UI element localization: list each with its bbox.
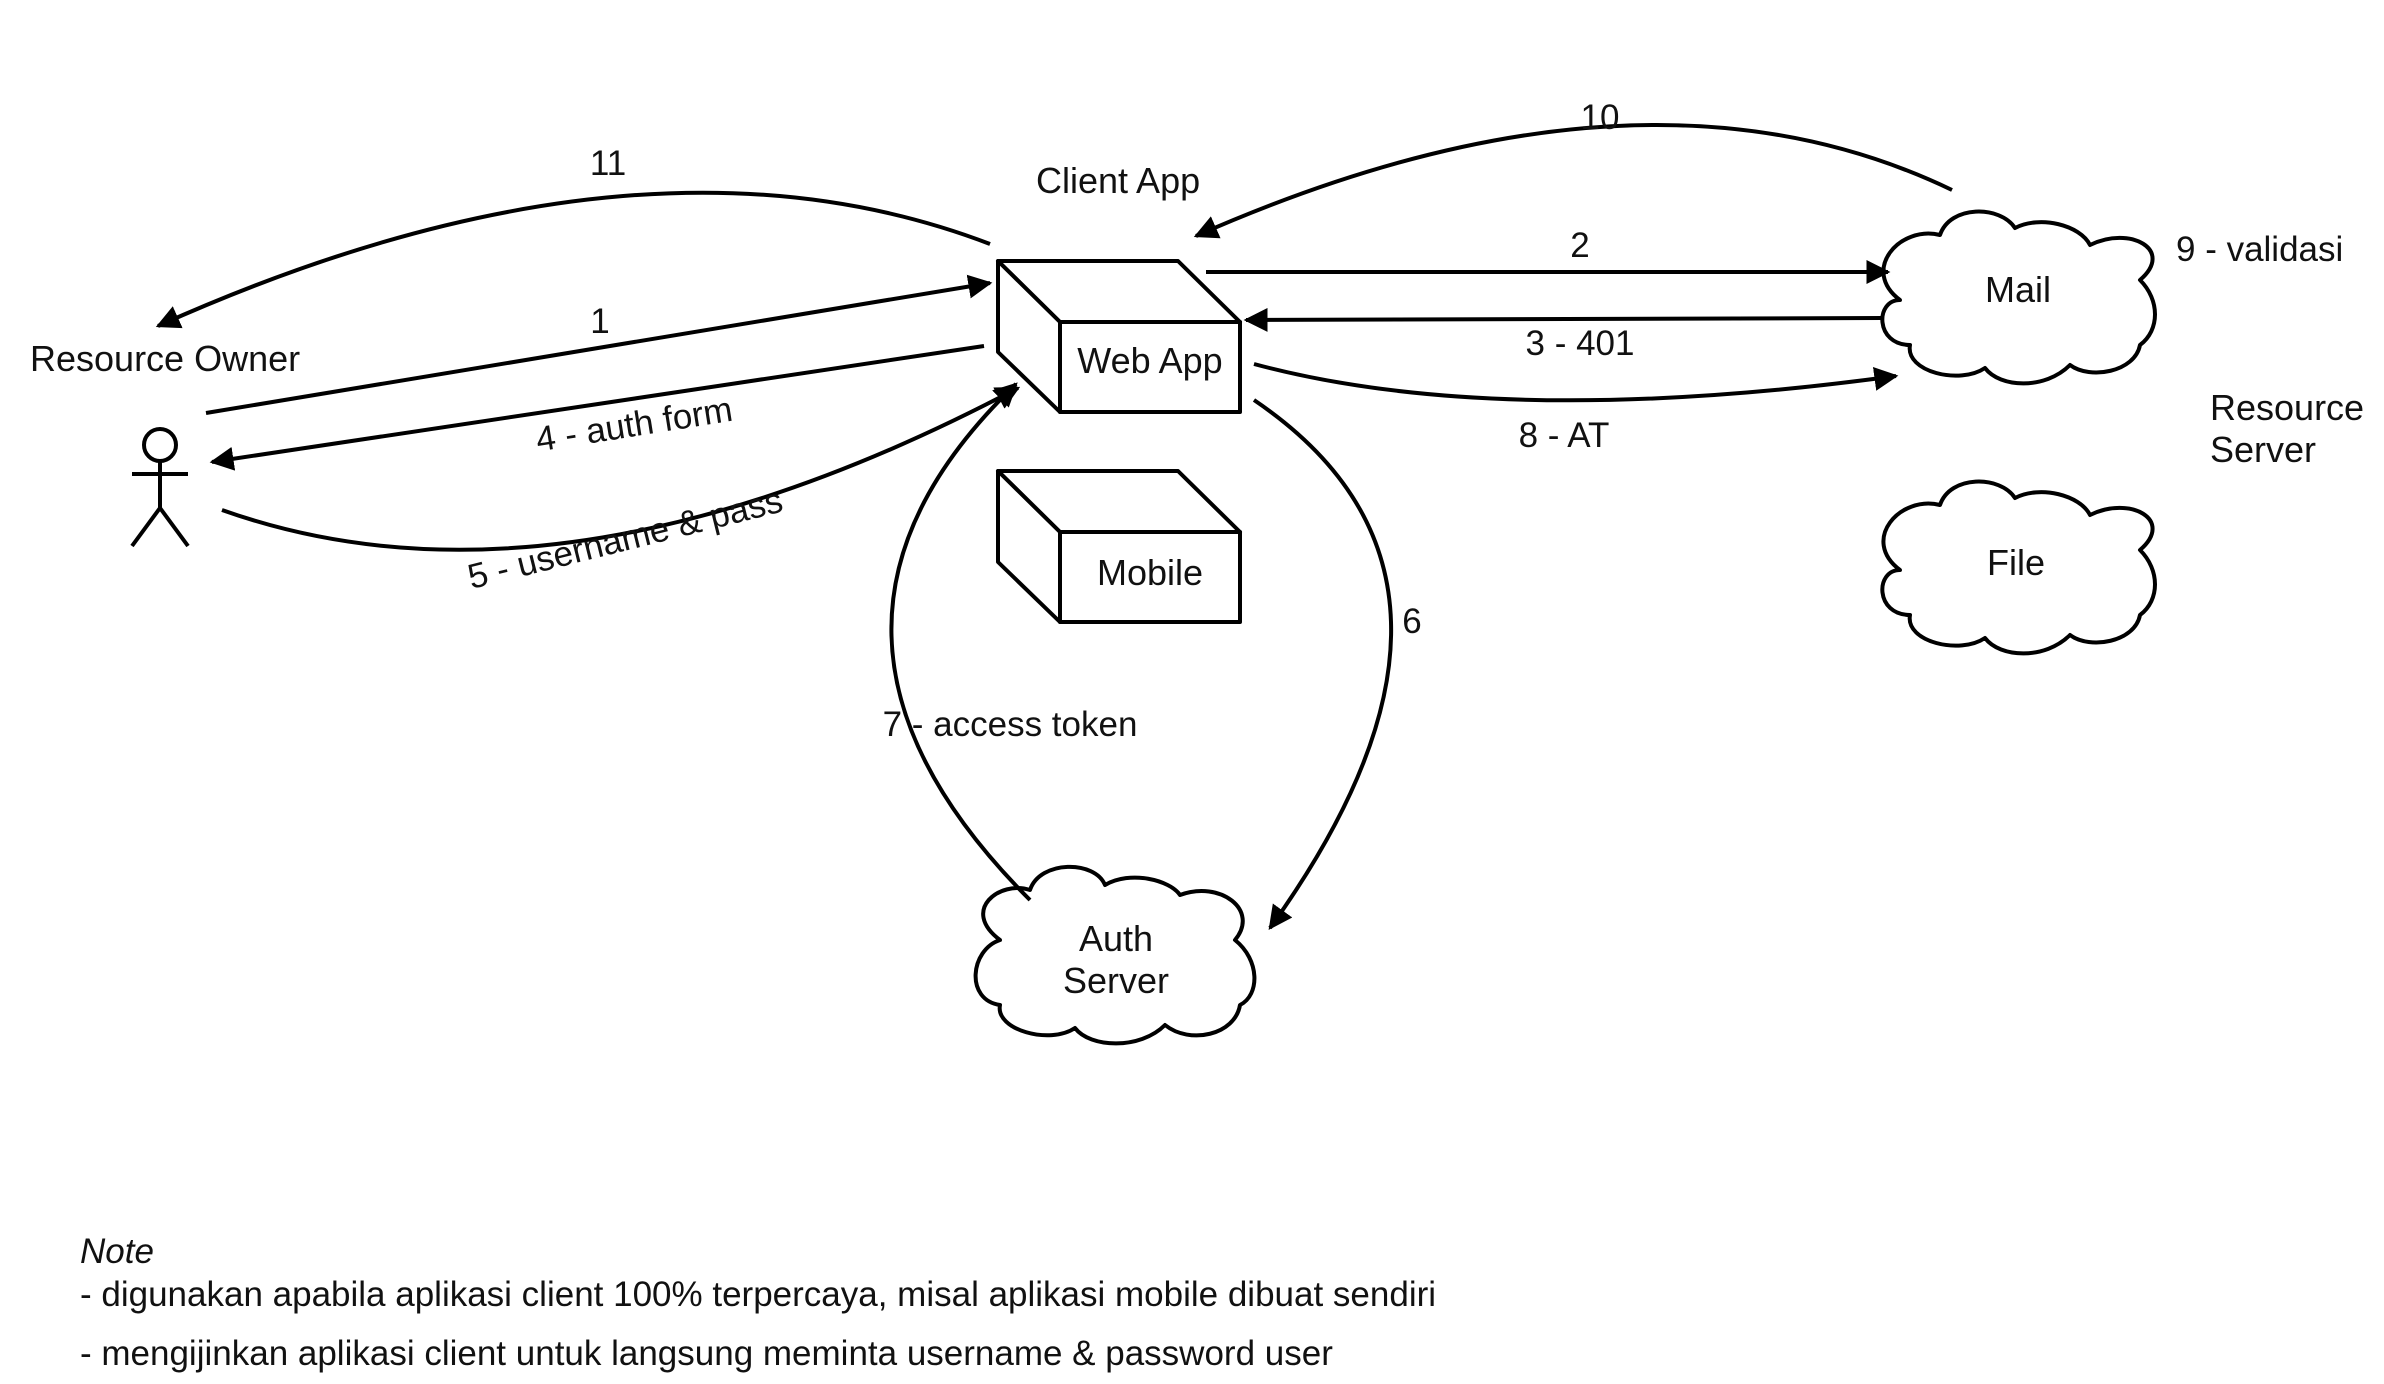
edge-1-label: 1 — [590, 302, 609, 341]
resource-owner-label: Resource Owner — [30, 338, 300, 379]
edge-11-arrow — [155, 190, 991, 329]
edge-7-arrow — [889, 382, 1032, 902]
edge-5-label: 5 - username & pass — [464, 481, 787, 597]
web-app-label: Web App — [1077, 340, 1222, 381]
mail-label: Mail — [1985, 269, 2051, 310]
edge-8-label: 8 - AT — [1519, 416, 1610, 455]
edge-1-arrow — [205, 274, 993, 415]
edge-10-label: 10 — [1581, 98, 1620, 137]
auth-server-label-line2: Server — [1063, 960, 1169, 1001]
resource-owner-actor-icon — [130, 427, 190, 548]
edge-3-label: 3 - 401 — [1526, 324, 1635, 363]
note-line-2: - mengijinkan aplikasi client untuk lang… — [80, 1334, 1333, 1373]
edge-11-label: 11 — [590, 144, 626, 183]
edge-8-arrow — [1253, 362, 1899, 403]
resource-server-label-line1: Resource — [2210, 387, 2364, 428]
resource-server-label-line2: Server — [2210, 429, 2316, 470]
edge-2-label: 2 — [1570, 226, 1589, 265]
file-label: File — [1987, 542, 2045, 583]
auth-server-label-line1: Auth — [1079, 918, 1153, 959]
edge-10-arrow — [1193, 123, 1953, 239]
note-line-1: - digunakan apabila aplikasi client 100%… — [80, 1275, 1437, 1314]
note-title: Note — [80, 1232, 154, 1271]
edge-7-label: 7 - access token — [883, 705, 1138, 744]
web-app-box — [996, 259, 1242, 414]
file-cloud — [1880, 479, 2157, 656]
edge-9-label: 9 - validasi — [2176, 230, 2343, 269]
edge-3-arrow — [1243, 307, 1883, 332]
client-app-label: Client App — [1036, 160, 1200, 201]
edge-4-arrow — [209, 344, 985, 471]
mobile-label: Mobile — [1097, 552, 1203, 593]
edge-6-label: 6 — [1402, 602, 1421, 641]
edge-6-arrow — [1252, 398, 1393, 930]
auth-server-cloud — [973, 864, 1257, 1046]
mobile-box — [996, 469, 1242, 624]
edge-5-arrow — [221, 386, 1021, 552]
mail-cloud — [1880, 209, 2157, 386]
